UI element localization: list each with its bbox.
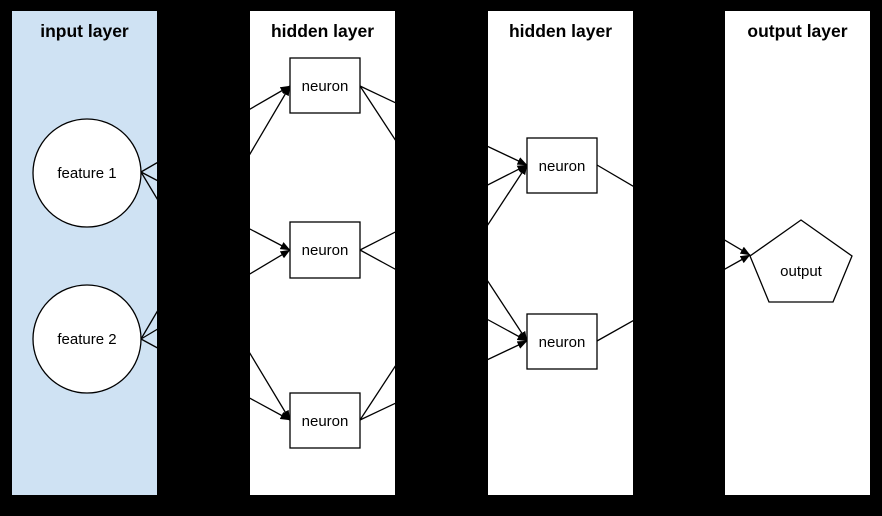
node-h2-neuron1-box[interactable] (526, 137, 598, 194)
node-feature1-circle[interactable] (32, 118, 142, 228)
node-feature2-circle[interactable] (32, 284, 142, 394)
node-output-label: output (780, 263, 823, 280)
hidden-layer-2-title: hidden layer (509, 21, 612, 41)
input-layer-title: input layer (40, 21, 129, 41)
node-h2-neuron2-label: neuron (539, 334, 586, 351)
connections (140, 85, 751, 421)
node-h1-neuron2-box[interactable] (289, 221, 361, 279)
node-h2-neuron1-label: neuron (539, 158, 586, 175)
node-h1-neuron3-box[interactable] (289, 392, 361, 449)
node-feature1-label: feature 1 (57, 165, 116, 182)
hidden-layer-1-title: hidden layer (271, 21, 374, 41)
node-h1-neuron2-label: neuron (302, 242, 349, 259)
node-h1-neuron3-label: neuron (302, 413, 349, 430)
input-layer-panel (12, 11, 157, 495)
node-feature2-label: feature 2 (57, 331, 116, 348)
output-layer-title: output layer (747, 21, 847, 41)
node-h2-neuron2-box[interactable] (526, 313, 598, 370)
node-output-pentagon[interactable] (749, 219, 853, 303)
node-h1-neuron1-label: neuron (302, 78, 349, 95)
hidden-layer-2-panel (488, 11, 633, 495)
node-h1-neuron1-box[interactable] (289, 57, 361, 114)
